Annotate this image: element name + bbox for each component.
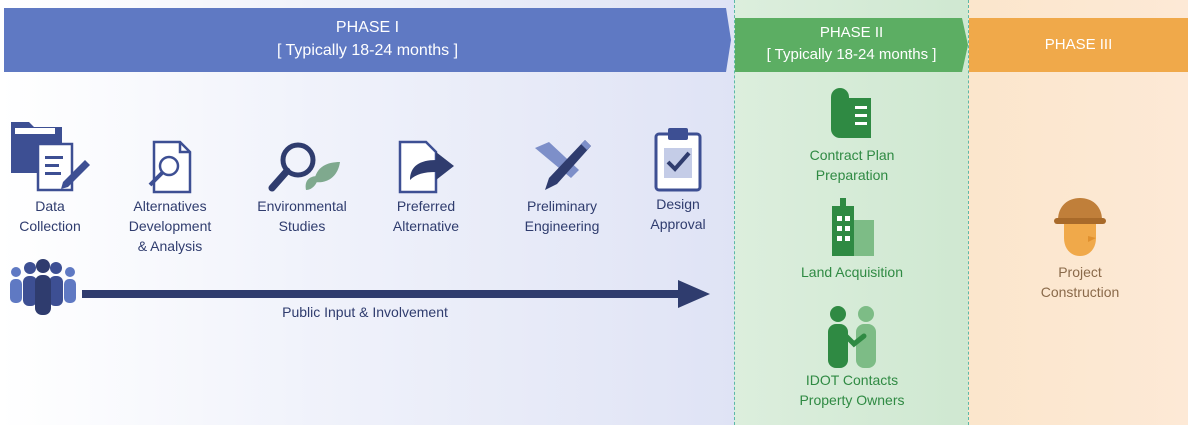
arrow-document-icon xyxy=(398,140,454,194)
phase-divider xyxy=(968,0,969,425)
step-environmental-studies: Environmental Studies xyxy=(246,140,358,236)
pencil-icon xyxy=(535,140,591,190)
handshake-people-icon xyxy=(828,306,876,368)
buildings-icon xyxy=(832,198,874,256)
phase3-title: PHASE III xyxy=(1044,36,1113,53)
phase2-subtitle: [ Typically 18-24 months ] xyxy=(766,46,937,63)
magnifier-leaf-icon xyxy=(268,142,340,192)
step-preferred-alternative: Preferred Alternative xyxy=(376,138,476,236)
public-input-arrow xyxy=(82,280,710,308)
clipboard-check-icon xyxy=(654,128,702,192)
phase2-item-land-acquisition xyxy=(754,196,950,258)
phase1-banner: PHASE I [ Typically 18-24 months ] xyxy=(4,8,731,72)
step-data-collection: Data Collection xyxy=(2,118,98,236)
step-label: Design Approval xyxy=(650,196,706,232)
phase1-title: PHASE I xyxy=(335,19,400,36)
public-input-label: Public Input & Involvement xyxy=(282,304,448,320)
phase-divider xyxy=(734,0,735,425)
phase2-item-label: Land Acquisition xyxy=(801,264,903,280)
step-design-approval: Design Approval xyxy=(632,126,724,234)
step-label: Data Collection xyxy=(19,198,81,234)
step-preliminary-engineering: Preliminary Engineering xyxy=(508,136,616,236)
phase3-item-label: Project Construction xyxy=(1040,264,1120,300)
phase2-banner: PHASE II [ Typically 18-24 months ] xyxy=(735,18,968,72)
phase2-item-label: IDOT Contacts Property Owners xyxy=(799,372,905,408)
people-group-icon xyxy=(10,259,76,315)
step-label: Alternatives Development & Analysis xyxy=(128,198,212,254)
phase2-item-contract-plan xyxy=(754,84,950,142)
phase3-banner: PHASE III xyxy=(969,18,1188,72)
step-alternatives-development: Alternatives Development & Analysis xyxy=(110,138,230,256)
hardhat-worker-icon xyxy=(1054,198,1106,256)
step-label: Preliminary Engineering xyxy=(524,198,600,234)
step-label: Preferred Alternative xyxy=(392,198,460,234)
phase1-subtitle: [ Typically 18-24 months ] xyxy=(276,42,459,59)
step-label: Environmental Studies xyxy=(257,198,347,234)
phase3-item-construction xyxy=(980,196,1180,258)
phase2-item-idot-contacts xyxy=(754,304,950,370)
phase2-title: PHASE II xyxy=(819,24,884,41)
phase2-item-label: Contract Plan Preparation xyxy=(809,147,895,183)
folder-document-icon xyxy=(11,122,90,192)
blueprint-icon xyxy=(831,88,871,138)
magnify-document-icon xyxy=(148,140,192,194)
